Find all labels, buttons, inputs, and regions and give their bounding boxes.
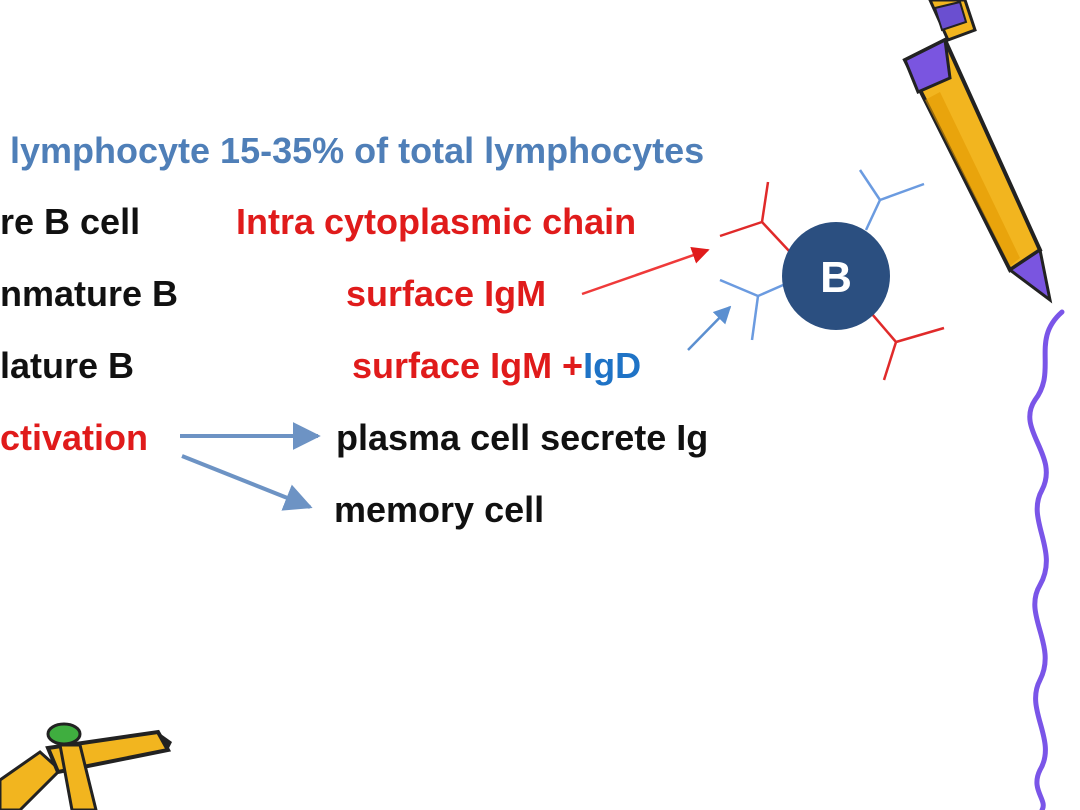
pencil-top-right-icon [902,0,1053,304]
antibody-red-bottom [871,313,945,381]
outcome-memory-cell: memory cell [334,489,545,530]
antibody-blue-top [858,169,925,231]
heading: lymphocyte 15-35% of total lymphocytes [10,130,705,171]
stage-pre-b-cell: re B cell [0,201,141,242]
marker-surface-igm-igd: surface IgM +IgD [352,348,641,384]
arrow-igd-to-antibody [687,305,732,351]
antibody-blue-left [719,278,791,341]
stage-mature-b: lature B [0,345,135,386]
outcome-plasma-cell: plasma cell secrete Ig [336,417,709,458]
antibody-red-left [719,181,791,253]
b-cell [782,222,890,330]
wavy-line-decoration [1027,309,1065,810]
b-cell-label: B [820,253,852,302]
pencil-bottom-left-icon [0,722,172,810]
arrow-igm-to-antibody [581,246,710,296]
marker-surface-igm-part: surface IgM + [352,345,584,386]
stage-activation: ctivation [0,417,149,458]
stage-immature-b: nmature B [0,273,179,314]
marker-igd-part: IgD [583,345,642,386]
arrow-to-memory-cell [181,454,313,511]
marker-surface-igm: surface IgM [346,273,547,314]
marker-intra-cytoplasmic-chain: Intra cytoplasmic chain [236,201,637,242]
